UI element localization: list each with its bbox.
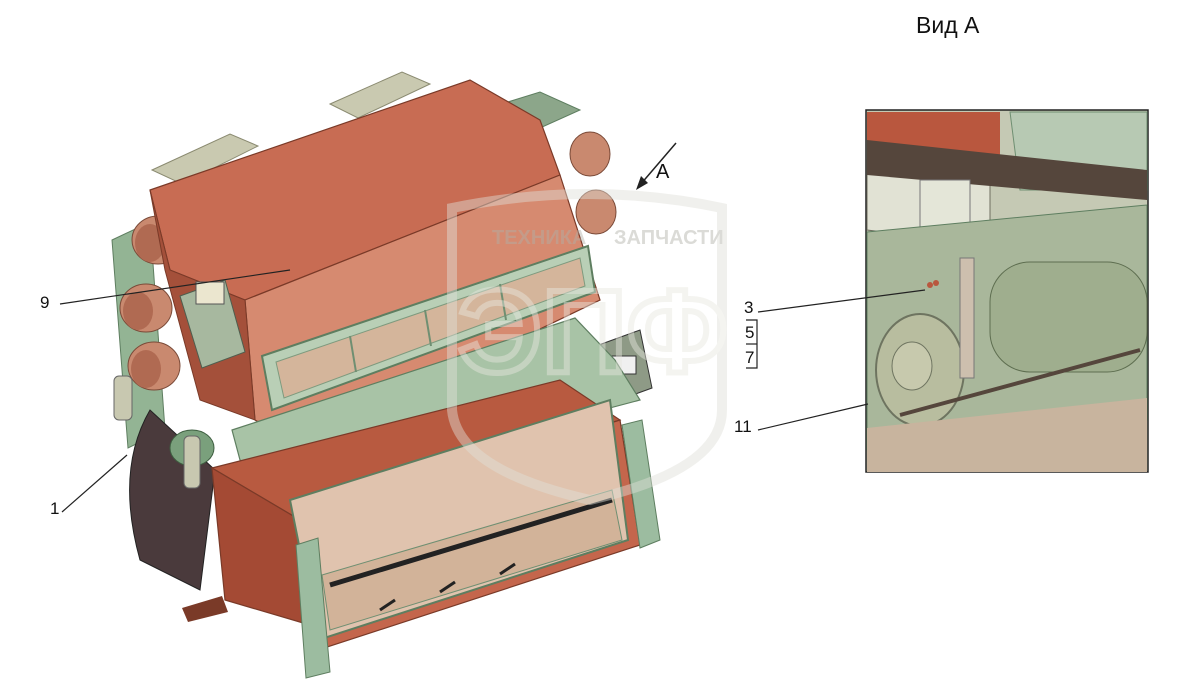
view-a-arrow: А [636, 142, 677, 190]
callout-7: 7 [745, 348, 754, 367]
right-support-frame [621, 419, 661, 549]
callout-11: 11 [734, 417, 752, 436]
left-valve [113, 375, 133, 421]
callout-3: 3 [744, 298, 753, 317]
bottom-foot [182, 596, 228, 622]
watermark-monogram: ЭПФ [458, 266, 727, 398]
top-pad-middle [328, 71, 432, 119]
top-pad-left [150, 133, 260, 185]
air-outlet [288, 398, 630, 642]
radiator-grille [260, 244, 597, 412]
watermark-text-left: ТЕХНИКА [492, 227, 586, 249]
front-valve [183, 435, 201, 489]
watermark-shield [447, 189, 727, 506]
view-a-inset: Вид А [865, 12, 1149, 473]
callout-9: 9 [40, 293, 49, 312]
front-support-frame [295, 537, 331, 679]
fan-motor [129, 409, 216, 591]
watermark: ТЕХНИКА ЗАПЧАСТИ ЭПФ [447, 189, 730, 506]
view-title: Вид А [916, 12, 980, 38]
callout-1: 1 [50, 499, 59, 518]
callout-5: 5 [745, 323, 754, 342]
callouts: 9 1 3 5 7 11 [40, 269, 926, 518]
left-pipe-nozzles [119, 215, 185, 391]
view-arrow-label: А [656, 161, 670, 183]
heater-unit [111, 71, 661, 679]
watermark-text-right: ЗАПЧАСТИ [614, 227, 724, 249]
